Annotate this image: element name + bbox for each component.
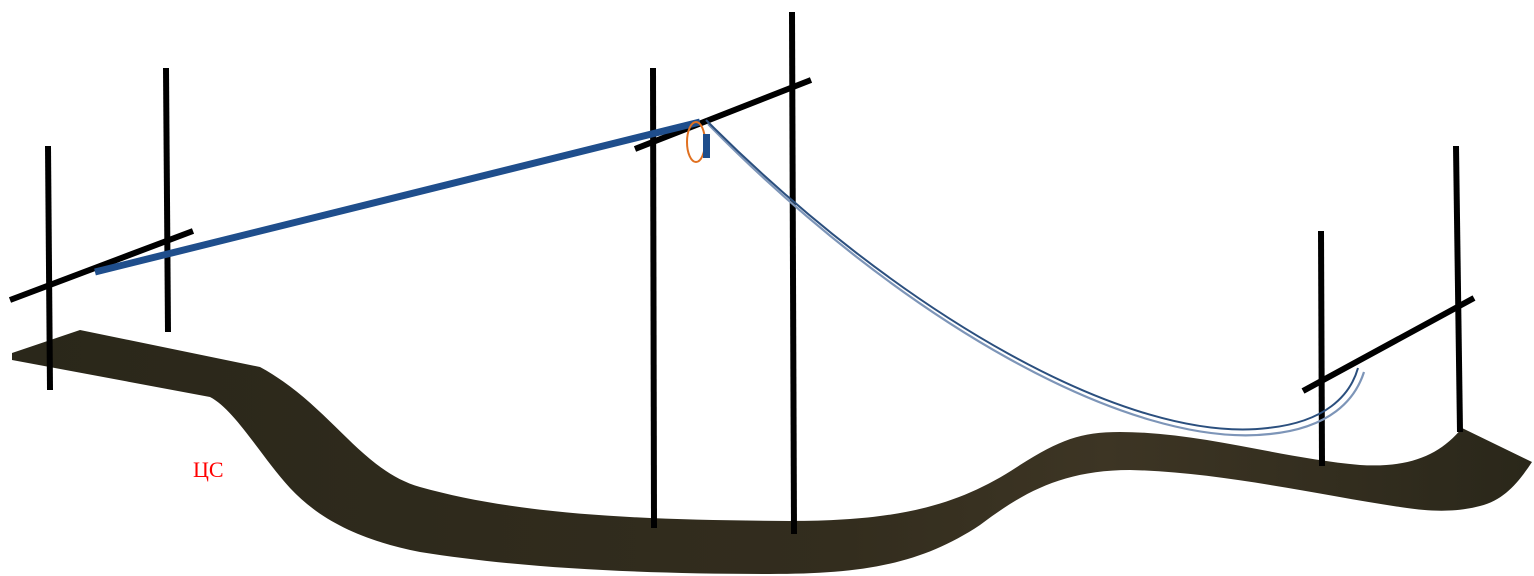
cable-thick	[94, 118, 701, 276]
crossarm-left	[8, 228, 195, 303]
cs-label: ЦС	[193, 457, 224, 482]
wire-sag	[705, 119, 1359, 431]
ground-ribbon	[12, 330, 1532, 574]
pole-left-1	[45, 145, 53, 391]
crossarm-right	[1301, 295, 1476, 394]
pole-middle-2	[789, 11, 797, 535]
pole-left-2	[163, 67, 171, 333]
crossarm-middle	[633, 77, 813, 152]
pole-right-2	[1453, 145, 1463, 433]
pole-right-1	[1318, 230, 1325, 467]
connector-block	[703, 134, 710, 158]
wire-sag-outer	[707, 123, 1366, 437]
